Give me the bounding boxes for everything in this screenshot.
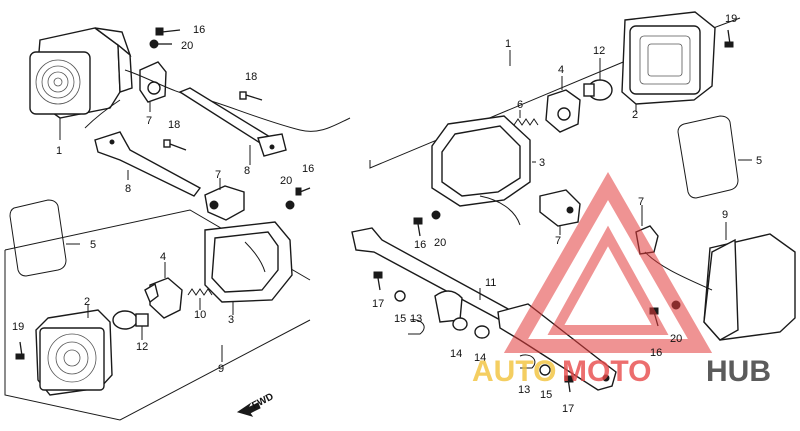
clamp-bracket <box>434 290 463 323</box>
callout-8-lower: 8 <box>125 183 131 195</box>
spring-6 <box>513 110 539 126</box>
callout-3-right: 3 <box>539 157 545 169</box>
callout-18-middle: 18 <box>168 119 180 131</box>
socket-4-left <box>144 262 183 319</box>
wiring-top-left <box>84 69 351 132</box>
callout-17-left: 17 <box>372 298 384 310</box>
watermark-part-auto: AUTO <box>472 355 556 388</box>
brand-watermark <box>503 171 713 353</box>
callout-12-left: 12 <box>136 341 148 353</box>
callout-11: 11 <box>485 277 496 289</box>
callout-16-top: 16 <box>193 24 205 36</box>
gasket-5-right <box>677 115 752 199</box>
socket-4-right <box>545 76 581 133</box>
bulb-12-left <box>112 310 149 340</box>
socket-holder-7-top <box>139 61 167 112</box>
callout-20-right: 20 <box>670 333 682 345</box>
callout-19-left: 19 <box>12 321 24 333</box>
callout-16-right: 16 <box>650 347 662 359</box>
callout-19-right: 19 <box>725 13 737 25</box>
bolt-16-top <box>155 27 181 36</box>
nut-15-right <box>539 364 551 376</box>
callout-18-top: 18 <box>245 71 257 83</box>
callout-14-left: 14 <box>450 348 462 360</box>
callout-20-top: 20 <box>181 40 193 52</box>
turn-signal-assembly-top-left <box>29 27 133 140</box>
callout-1-left: 1 <box>56 145 62 157</box>
nut-15-left <box>394 290 406 302</box>
callout-7-far-right: 7 <box>638 196 644 208</box>
collar-14-left <box>452 317 468 331</box>
callout-7-right: 7 <box>555 235 561 247</box>
fwd-label: FWD <box>250 391 275 411</box>
watermark-part-hub: HUB <box>706 355 771 388</box>
screw-18-top <box>239 91 263 101</box>
callout-2-right: 2 <box>632 109 638 121</box>
gasket-5-left <box>9 199 80 277</box>
bulb-12-right <box>583 58 613 101</box>
callout-2-left: 2 <box>84 296 90 308</box>
lens-2-left <box>35 305 113 396</box>
screw-19-right <box>724 29 734 48</box>
callout-10: 10 <box>194 309 206 321</box>
stay-arm-8-lower <box>94 131 202 197</box>
callout-4-left: 4 <box>160 251 166 263</box>
callout-5-right: 5 <box>756 155 762 167</box>
callout-3-left: 3 <box>228 314 234 326</box>
callout-5-left: 5 <box>90 239 96 251</box>
bolt-17-left <box>373 271 383 291</box>
callout-9-left: 9 <box>218 363 224 375</box>
washer-20-top <box>149 39 172 49</box>
callout-13-left: 13 <box>410 313 422 325</box>
callout-12-right: 12 <box>593 45 605 57</box>
callout-20-right-center: 20 <box>434 237 446 249</box>
cable-clip-13-right <box>519 354 536 369</box>
callout-15-left: 15 <box>394 313 406 325</box>
collar-14-right <box>474 325 490 339</box>
callout-13-right: 13 <box>518 384 530 396</box>
housing-3-right <box>431 115 536 226</box>
turn-signal-assembly-9-right <box>703 222 796 341</box>
callout-16-right-center: 16 <box>414 239 426 251</box>
stay-arm-8-top <box>178 87 287 165</box>
forward-direction-arrow <box>236 402 261 417</box>
bolt-16-middle <box>295 187 311 196</box>
housing-3-left <box>204 221 293 315</box>
callout-16-middle: 16 <box>302 163 314 175</box>
callout-1-right: 1 <box>505 38 511 50</box>
callout-14-right: 14 <box>474 352 486 364</box>
socket-holder-7-middle <box>204 178 245 221</box>
callout-20-middle: 20 <box>280 175 292 187</box>
bolt-17-right <box>564 375 574 393</box>
spring-10 <box>187 288 213 310</box>
cable-clip-13-left <box>408 319 425 335</box>
lens-2-right <box>621 11 716 112</box>
callout-9-right: 9 <box>722 209 728 221</box>
watermark-part-moto: MOTO <box>562 355 651 388</box>
callout-7-top: 7 <box>146 115 152 127</box>
callout-4-right: 4 <box>558 64 564 76</box>
callout-17-right: 17 <box>562 403 574 415</box>
brand-watermark-text: AUTO MOTO HUB <box>472 355 771 388</box>
screw-18-middle <box>163 139 187 151</box>
callout-8-top: 8 <box>244 165 250 177</box>
callout-7-middle: 7 <box>215 169 221 181</box>
callout-15-right: 15 <box>540 389 552 401</box>
callout-labels: 16 20 18 7 18 1 8 8 7 16 20 5 4 2 10 3 1… <box>12 13 762 415</box>
socket-holder-7-right <box>539 189 581 235</box>
screw-19-left <box>15 341 25 360</box>
washer-20-middle <box>285 200 295 210</box>
washer-20-right-center <box>431 210 441 220</box>
bolt-16-right-center <box>413 217 423 237</box>
callout-6: 6 <box>517 99 523 111</box>
